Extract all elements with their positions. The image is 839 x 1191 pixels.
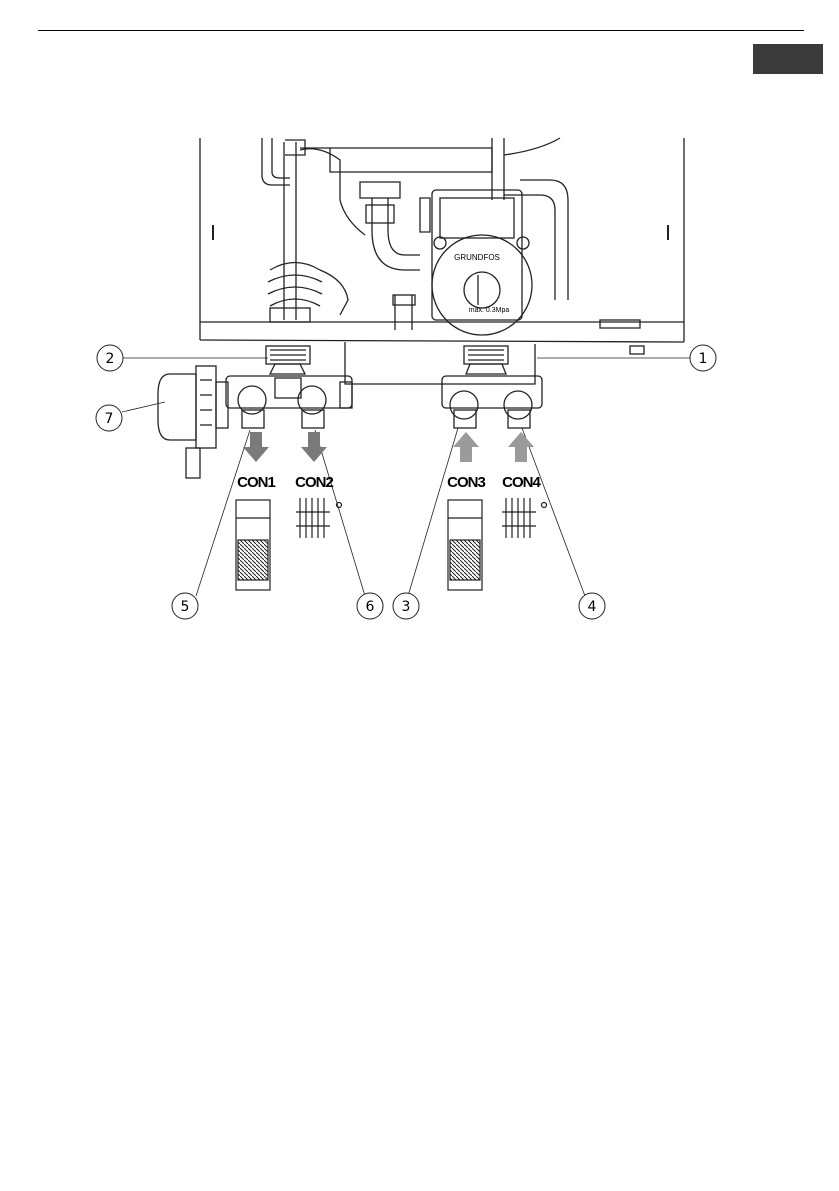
con1-flow-arrow <box>243 432 269 462</box>
con1-label: CON1 <box>237 474 275 491</box>
flow-arrows <box>243 432 534 462</box>
radiator-symbol-con1 <box>236 500 270 590</box>
expansion-coil <box>268 149 365 322</box>
sensor-cable <box>504 138 560 155</box>
con4-label: CON4 <box>502 474 541 491</box>
pump-rating: max. 0.3Mpa <box>469 307 510 314</box>
con2-label: CON2 <box>295 474 333 491</box>
safety-valve <box>158 366 228 478</box>
floor-heating-symbol-con2 <box>296 498 342 538</box>
con3-flow-arrow <box>453 432 479 462</box>
con3-label: CON3 <box>447 474 485 491</box>
right-manifold <box>442 346 542 428</box>
callout-7: 7 <box>105 411 114 427</box>
con4-flow-arrow <box>508 432 534 462</box>
pump-brand: GRUNDFOS <box>454 253 500 262</box>
callout-2: 2 <box>106 351 115 367</box>
callout-3: 3 <box>402 599 411 615</box>
callout-6: 6 <box>366 599 375 615</box>
callout-4: 4 <box>588 599 597 615</box>
radiator-symbol-con3 <box>448 500 482 590</box>
callout-5: 5 <box>181 599 190 615</box>
floor-heating-symbol-con4 <box>502 498 547 538</box>
callout-1: 1 <box>699 351 708 367</box>
leader-lines <box>122 358 690 596</box>
